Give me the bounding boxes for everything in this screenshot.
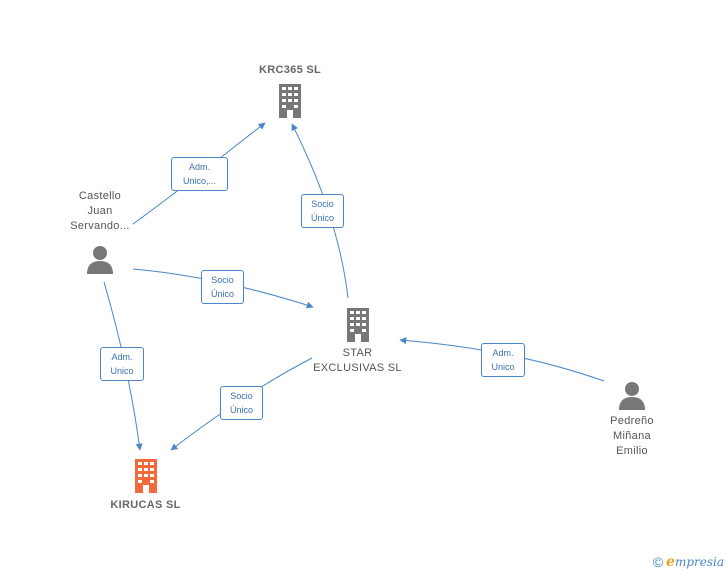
node-label-star: STAR EXCLUSIVAS SL [313,347,402,374]
person-icon [619,382,645,410]
building-icon [134,459,157,493]
edge-label-star-krc365[interactable]: Socio Único [301,194,344,228]
edge-label-castello-star[interactable]: Socio Único [201,270,244,304]
node-label-krc365: KRC365 SL [259,64,321,76]
building-icon [346,308,369,342]
building-icon [279,84,301,118]
brand-logo: empresia [666,554,724,570]
edge-label-castello-kirucas[interactable]: Adm. Unico [100,347,144,381]
edge-label-star-kirucas[interactable]: Socio Único [220,386,263,420]
person-icon [87,246,113,274]
node-pedreno[interactable]: Pedreño Miñana Emilio [587,380,677,459]
node-label-castello: Castello Juan Servando... [70,190,130,232]
edge-label-pedreno-star[interactable]: Adm. Unico [481,343,525,377]
node-kirucas[interactable]: KIRUCAS SL [93,458,198,513]
node-castello[interactable]: Castello Juan Servando... [55,189,145,274]
node-label-kirucas: KIRUCAS SL [110,499,181,511]
brand-watermark: © empresia [653,554,724,570]
node-label-pedreno: Pedreño Miñana Emilio [610,415,654,457]
edge-label-castello-krc365[interactable]: Adm. Unico,... [171,157,228,191]
node-krc365[interactable]: KRC365 SL [240,63,340,119]
copyright-icon: © [652,554,664,570]
node-star[interactable]: STAR EXCLUSIVAS SL [300,307,415,376]
